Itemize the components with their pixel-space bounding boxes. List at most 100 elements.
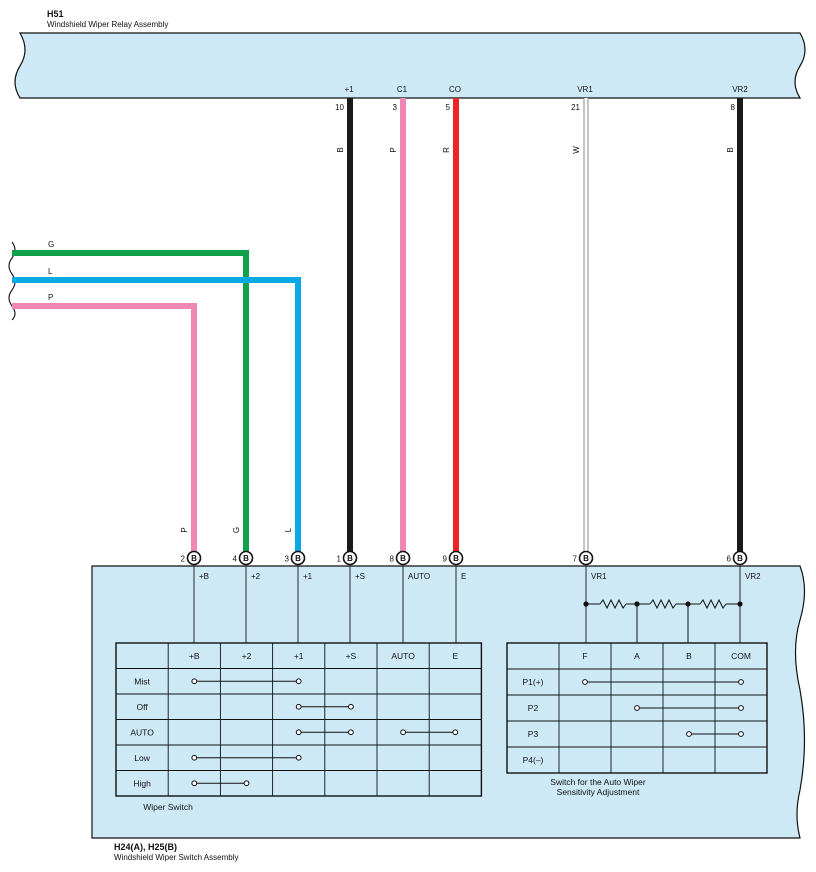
wiper_switch-connection	[400, 729, 459, 736]
svg-text:B: B	[583, 554, 589, 563]
svg-text:VR2: VR2	[732, 85, 748, 94]
svg-text:B: B	[453, 554, 459, 563]
relay-wire-color-2: P	[389, 147, 398, 152]
wire-color-l-bottom: L	[284, 527, 293, 532]
wiper_switch-row-header: AUTO	[130, 727, 154, 737]
relay-pin-c1: C1 3	[393, 85, 408, 112]
wiper_switch-row-header: High	[133, 778, 151, 788]
svg-text:VR1: VR1	[591, 572, 607, 581]
svg-text:AUTO: AUTO	[408, 572, 430, 581]
sensitivity_switch-col-header: B	[686, 651, 692, 661]
svg-text:10: 10	[335, 103, 344, 112]
svg-text:8: 8	[390, 555, 395, 564]
relay-wire-color-1: B	[336, 147, 345, 152]
switch-pin-2: B4 +2	[233, 550, 261, 581]
sensitivity_switch-connection	[686, 731, 744, 737]
wiper_switch-col-header: +1	[294, 651, 304, 661]
wiper_switch-col-header: +S	[346, 651, 357, 661]
sensitivity-label-1: Switch for the Auto Wiper	[550, 777, 646, 787]
resistor-network	[586, 598, 740, 643]
svg-text:+1: +1	[344, 85, 354, 94]
svg-text:B: B	[737, 554, 743, 563]
wiper_switch-col-header: +2	[242, 651, 252, 661]
sensitivity_switch-col-header: F	[582, 651, 587, 661]
relay-code: H51	[47, 9, 64, 19]
wire-label-g: G	[48, 240, 54, 249]
svg-text:+1: +1	[303, 572, 313, 581]
resistor-junctions	[583, 601, 743, 607]
svg-text:7: 7	[573, 555, 578, 564]
wiper_switch-connection	[295, 729, 354, 736]
wire-label-p: P	[48, 293, 53, 302]
relay-wire-color-4: W	[572, 146, 581, 154]
wiper_switch-row-header: Mist	[134, 676, 150, 686]
svg-text:9: 9	[443, 555, 448, 564]
wire-blue-l	[12, 277, 301, 552]
sensitivity_switch-connection	[634, 705, 744, 711]
sensitivity_switch-row-header: P2	[528, 703, 539, 713]
svg-text:VR2: VR2	[745, 572, 761, 581]
svg-text:C1: C1	[397, 85, 408, 94]
switch-pin-3: B3 +1	[285, 550, 313, 581]
svg-text:B: B	[243, 554, 249, 563]
wire-pink-p-left	[12, 303, 197, 552]
svg-text:B: B	[347, 554, 353, 563]
sensitivity_switch-row-header: P3	[528, 729, 539, 739]
relay-pin-co: CO 5	[446, 85, 461, 112]
svg-text:+2: +2	[251, 572, 261, 581]
sensitivity_switch-col-header: A	[634, 651, 640, 661]
svg-text:21: 21	[571, 103, 580, 112]
switch-pin-4: B1 +S	[337, 550, 365, 581]
sensitivity_switch-col-header: COM	[731, 651, 751, 661]
wiper_switch-row-header: Low	[134, 753, 150, 763]
switch-pin-1: B2 +B	[181, 550, 209, 581]
svg-text:6: 6	[727, 555, 732, 564]
wiper_switch-connection	[191, 780, 250, 787]
svg-text:8: 8	[731, 103, 736, 112]
wiper_switch-connection	[191, 754, 302, 761]
switch-assembly-code: H24(A), H25(B)	[114, 842, 177, 852]
svg-text:E: E	[461, 572, 466, 581]
wire-green-g	[12, 250, 249, 552]
svg-text:3: 3	[285, 555, 290, 564]
svg-text:2: 2	[181, 555, 186, 564]
relay-wire-color-3: R	[442, 147, 451, 153]
svg-text:CO: CO	[449, 85, 461, 94]
wire-color-g-bottom: G	[232, 527, 241, 533]
wiper-switch-label: Wiper Switch	[143, 802, 193, 812]
wire-color-p-bottom: P	[180, 527, 189, 532]
svg-text:5: 5	[446, 103, 451, 112]
sensitivity-label-2: Sensitivity Adjustment	[557, 787, 640, 797]
svg-text:B: B	[400, 554, 406, 563]
relay-panel	[14, 32, 806, 99]
relay-pin-vr2: VR2 8	[731, 85, 749, 112]
wire-label-l: L	[48, 267, 53, 276]
svg-text:B: B	[295, 554, 301, 563]
svg-text:+B: +B	[199, 572, 209, 581]
svg-text:B: B	[191, 554, 197, 563]
svg-text:4: 4	[233, 555, 238, 564]
sensitivity_switch-connection	[582, 679, 744, 685]
switch-assembly-name: Windshield Wiper Switch Assembly	[114, 853, 238, 862]
svg-text:+S: +S	[355, 572, 365, 581]
svg-text:1: 1	[337, 555, 342, 564]
relay-pin-plus1: +1 10	[335, 85, 354, 112]
wiper_switch-col-header: E	[452, 651, 458, 661]
relay-name: Windshield Wiper Relay Assembly	[47, 20, 168, 29]
switch-pin-6: B9E	[443, 550, 466, 581]
wiper_switch-col-header: +B	[189, 651, 200, 661]
svg-text:3: 3	[393, 103, 398, 112]
sensitivity_switch-row-header: P1(+)	[522, 677, 543, 687]
relay-wire-color-5: B	[726, 147, 735, 152]
wiper_switch-col-header: AUTO	[391, 651, 415, 661]
wiper_switch-row-header: Off	[137, 702, 149, 712]
wiper_switch-connection	[191, 678, 302, 685]
relay-pin-vr1: VR1 21	[571, 85, 593, 112]
